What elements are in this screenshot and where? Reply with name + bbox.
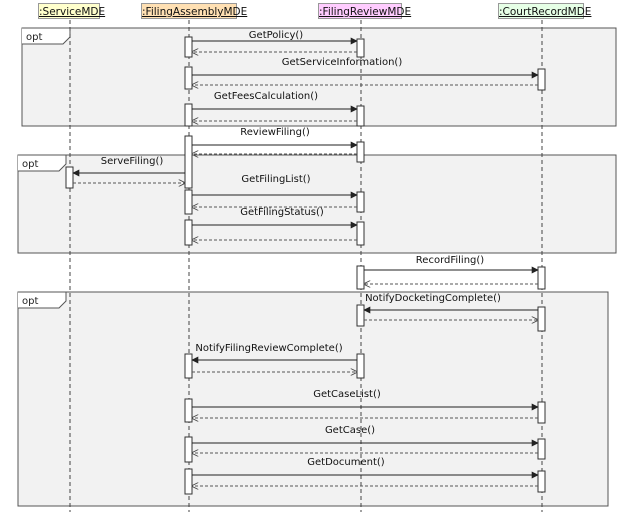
message-label: GetCaseList() bbox=[313, 389, 381, 400]
activation-assembly bbox=[184, 436, 193, 463]
fragment-opt-1: opt bbox=[21, 27, 617, 127]
activation-assembly bbox=[184, 468, 193, 495]
message-getfilingstatus: GetFilingStatus() bbox=[192, 207, 358, 240]
activation-review bbox=[356, 141, 365, 163]
message-recordfiling: RecordFiling() bbox=[364, 255, 539, 284]
activation-assembly bbox=[184, 36, 193, 58]
message-servefiling: ServeFiling() bbox=[72, 156, 185, 183]
message-label: NotifyFilingReviewComplete() bbox=[195, 343, 342, 354]
fragment-keyword: opt bbox=[22, 159, 38, 170]
message-notifyfilingreviewcomplete: NotifyFilingReviewComplete() bbox=[191, 343, 357, 372]
activation-court bbox=[537, 266, 546, 290]
message-getdocument: GetDocument() bbox=[192, 457, 539, 486]
message-getserviceinformation: GetServiceInformation() bbox=[192, 57, 539, 85]
message-label: NotifyDocketingComplete() bbox=[365, 293, 501, 304]
activation-court bbox=[537, 401, 546, 424]
message-label: GetPolicy() bbox=[249, 30, 303, 41]
message-label: GetDocument() bbox=[307, 457, 385, 468]
activation-court bbox=[537, 438, 546, 460]
activation-review bbox=[356, 38, 365, 58]
message-label: GetFeesCalculation() bbox=[214, 91, 318, 102]
lifeline-head-review: :FilingReviewMDE bbox=[318, 3, 411, 19]
lifeline-head-assembly: :FilingAssemblyMDE bbox=[141, 3, 247, 19]
activation-assembly bbox=[184, 66, 193, 90]
activation-assembly bbox=[184, 189, 193, 215]
activation-court bbox=[537, 470, 546, 493]
message-getfeescalculation: GetFeesCalculation() bbox=[192, 91, 358, 121]
activation-assembly bbox=[184, 398, 193, 423]
fragment-opt-3: opt bbox=[17, 291, 609, 507]
activation-review bbox=[356, 221, 365, 246]
activation-assembly bbox=[184, 135, 193, 189]
message-getcaselist: GetCaseList() bbox=[192, 389, 539, 418]
message-label: RecordFiling() bbox=[416, 255, 484, 266]
message-reviewfiling: ReviewFiling() bbox=[192, 127, 358, 154]
message-getpolicy: GetPolicy() bbox=[192, 30, 358, 52]
activation-review bbox=[356, 105, 365, 127]
fragment-keyword: opt bbox=[22, 296, 38, 307]
activation-assembly bbox=[184, 103, 193, 127]
fragment-keyword: opt bbox=[26, 32, 42, 43]
lifeline-head-court: :CourtRecordMDE bbox=[498, 3, 591, 19]
lifeline-head-service: :ServiceMDE bbox=[38, 3, 105, 19]
activation-court bbox=[537, 68, 546, 91]
message-label: GetFilingStatus() bbox=[240, 207, 324, 218]
activation-review bbox=[356, 304, 365, 327]
activation-service bbox=[65, 166, 74, 189]
activation-bars bbox=[65, 36, 546, 495]
activation-review bbox=[356, 353, 365, 379]
activation-review bbox=[356, 191, 365, 213]
activation-assembly bbox=[184, 353, 193, 379]
message-label: ServeFiling() bbox=[101, 156, 164, 167]
message-label: GetServiceInformation() bbox=[282, 57, 403, 68]
message-label: ReviewFiling() bbox=[240, 127, 310, 138]
fragment-opt-2: opt bbox=[17, 154, 617, 254]
message-notifydocketingcomplete: NotifyDocketingComplete() bbox=[363, 293, 538, 320]
message-label: GetFilingList() bbox=[241, 174, 310, 185]
activation-court bbox=[537, 306, 546, 332]
activation-review bbox=[356, 265, 365, 290]
message-label: GetCase() bbox=[325, 425, 375, 436]
message-getfilinglist: GetFilingList() bbox=[192, 174, 358, 207]
activation-assembly bbox=[184, 219, 193, 246]
message-getcase: GetCase() bbox=[192, 425, 539, 453]
